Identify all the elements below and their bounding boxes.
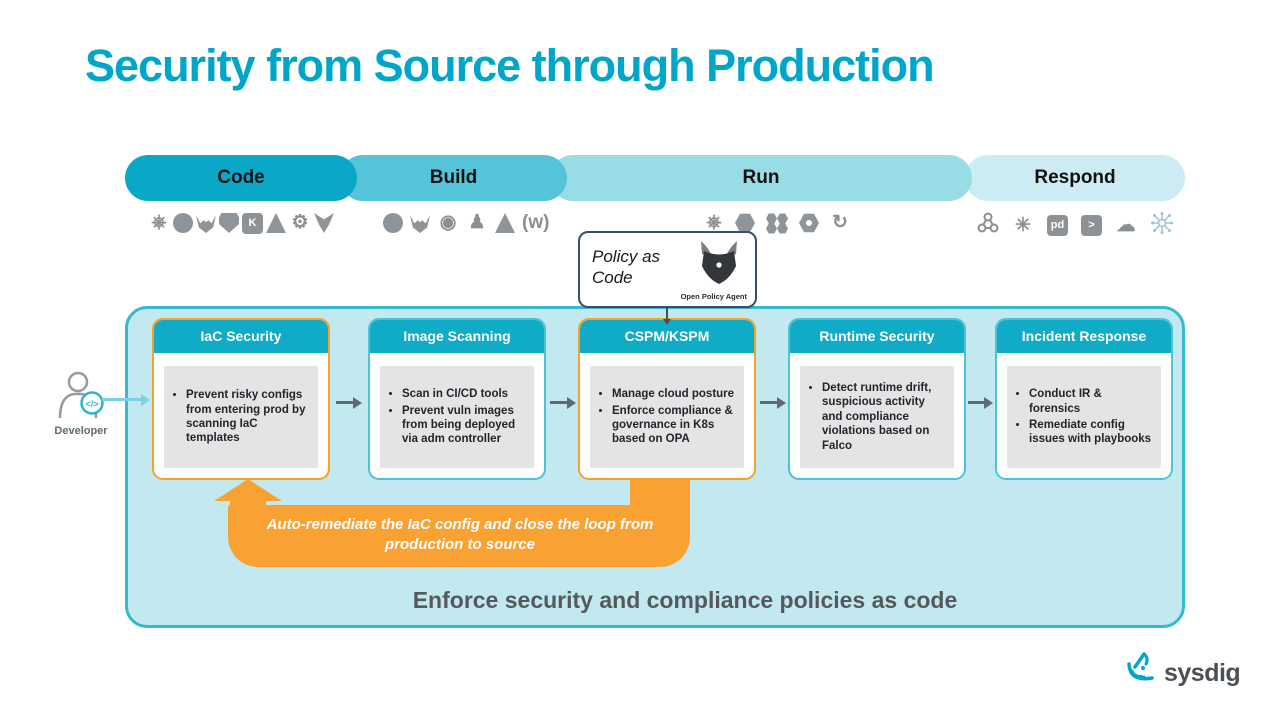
developer-figure: </> [50,370,112,429]
build-tools-icon-row: ◉ ♟ (w) [383,211,550,235]
run-tools-icon-row: ⎈ ↻ [703,211,851,235]
developer-arrow [102,394,150,405]
code-tools-icon-row: ⎈ K ⚙ [148,211,334,235]
box-cspm-kspm: CSPM/KSPM Manage cloud posture Enforce c… [578,318,756,480]
stage-run: Run [550,155,972,201]
box-image-scanning: Image Scanning Scan in CI/CD tools Preve… [368,318,546,480]
bullet: Enforce compliance & governance in K8s b… [612,404,738,447]
openshift-icon [735,213,755,233]
rancher-refresh-icon: ↻ [832,212,848,233]
slack-icon: ✳ [1015,214,1031,236]
ecs-cluster-icon [765,212,789,234]
shell-terminal-icon: > [1081,215,1102,236]
bullet: Prevent vuln images from being deployed … [402,404,528,447]
box-iac-security-title: IaC Security [154,320,328,353]
box-runtime-security-panel: Detect runtime drift, suspicious activit… [800,366,954,468]
svg-text:</>: </> [85,399,98,409]
box-image-scanning-title: Image Scanning [370,320,544,353]
policy-as-code-callout: Policy as Code Open Policy Agent [578,231,757,308]
policy-as-code-label: Policy as Code [592,247,661,288]
arrow-cspm-to-runtime [760,397,786,408]
kustomize-icon: K [242,212,263,234]
box-incident-response-panel: Conduct IR & forensics Remediate config … [1007,366,1161,468]
bullet: Scan in CI/CD tools [402,387,528,401]
arrow-iac-to-imagescanning [336,397,362,408]
bullet: Detect runtime drift, suspicious activit… [822,381,948,453]
box-cspm-kspm-panel: Manage cloud posture Enforce compliance … [590,366,744,468]
shield-icon [219,213,239,233]
bullet: Prevent risky configs from entering prod… [186,388,312,446]
drone-ci-icon: ◉ [439,212,457,233]
sysdig-logo: sysdig [1122,650,1241,697]
loop-band [228,505,690,567]
azure-icon [266,213,286,233]
jenkins-icon: ♟ [468,212,486,233]
open-policy-agent-label: Open Policy Agent [680,292,747,301]
stage-code: Code [125,155,357,201]
kubernetes-icon: ⎈ [706,212,722,233]
arrow-imagescanning-to-cspm [550,397,576,408]
stage-respond-label: Respond [1034,167,1116,188]
box-incident-response: Incident Response Conduct IR & forensics… [995,318,1173,480]
azure-icon [495,213,515,233]
bullet: Manage cloud posture [612,387,738,401]
stage-code-label: Code [217,167,265,188]
gitlab-icon [196,215,216,233]
stage-build: Build [340,155,567,201]
github-icon [383,213,403,233]
box-iac-security: IaC Security Prevent risky configs from … [152,318,330,480]
bullet: Remediate config issues with playbooks [1029,418,1155,447]
open-policy-agent-icon [693,239,745,294]
sysdig-wordmark: sysdig [1164,659,1241,687]
falco-bird-icon [314,213,334,233]
pagerduty-icon: pd [1047,215,1068,236]
loop-text: Auto-remediate the IaC config and close … [266,516,654,554]
box-cspm-kspm-title: CSPM/KSPM [580,320,754,353]
cloud-icon: ☁ [1116,214,1136,236]
page-title: Security from Source through Production [85,40,935,91]
phantom-network-icon [1150,211,1174,240]
github-icon [173,213,193,233]
bamboo-leaf-icon: (w) [522,212,550,233]
box-runtime-security-title: Runtime Security [790,320,964,353]
stage-respond: Respond [965,155,1185,201]
containerd-icon [799,213,819,233]
sysdig-digger-icon [1122,650,1162,697]
container-caption: Enforce security and compliance policies… [412,587,958,613]
box-incident-response-title: Incident Response [997,320,1171,353]
webhook-icon [977,211,999,240]
respond-tools-icon-row: ✳ pd > ☁ [977,211,1174,240]
developer-label: Developer [54,425,108,437]
arrow-runtime-to-incident [968,397,993,408]
helm-gear-icon: ⚙ [291,212,309,233]
box-runtime-security: Runtime Security Detect runtime drift, s… [788,318,966,480]
box-iac-security-panel: Prevent risky configs from entering prod… [164,366,318,468]
opa-connector-arrow [663,308,671,325]
kubernetes-icon: ⎈ [151,212,167,233]
gitlab-icon [410,215,430,233]
stage-run-label: Run [742,167,780,188]
box-image-scanning-panel: Scan in CI/CD tools Prevent vuln images … [380,366,534,468]
bullet: Conduct IR & forensics [1029,387,1155,416]
stage-build-label: Build [429,167,478,188]
loop-arrowhead-icon [214,479,282,501]
